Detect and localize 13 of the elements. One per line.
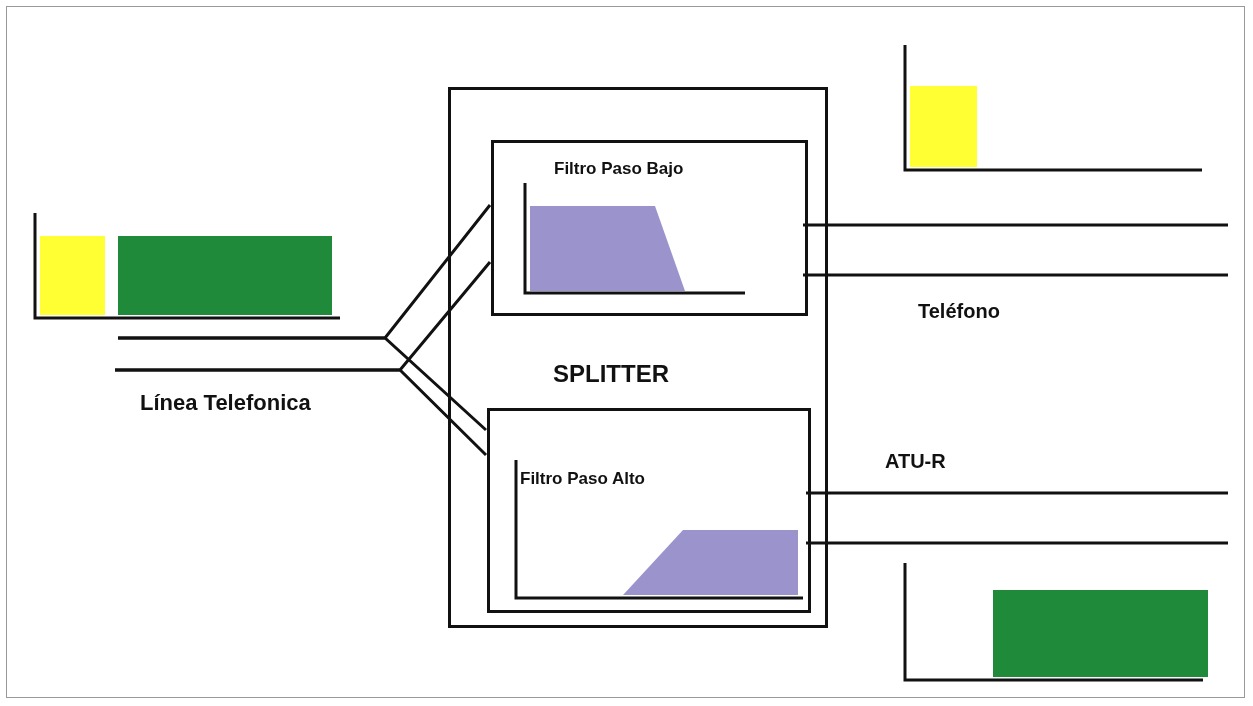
wire-label: Línea Telefonica — [140, 390, 311, 416]
device-label: SPLITTER — [553, 360, 669, 388]
filter-label: Filtro Paso Bajo — [554, 159, 684, 179]
filter-label: Filtro Paso Alto — [520, 469, 645, 489]
wire — [803, 223, 1228, 227]
wire — [806, 541, 1228, 545]
wire — [115, 368, 488, 457]
splitter-box — [448, 87, 828, 628]
wire — [118, 336, 487, 432]
wire — [806, 491, 1228, 495]
wire-label: Teléfono — [918, 300, 1000, 323]
wire-label: ATU-R — [885, 450, 946, 473]
wire — [803, 273, 1228, 277]
